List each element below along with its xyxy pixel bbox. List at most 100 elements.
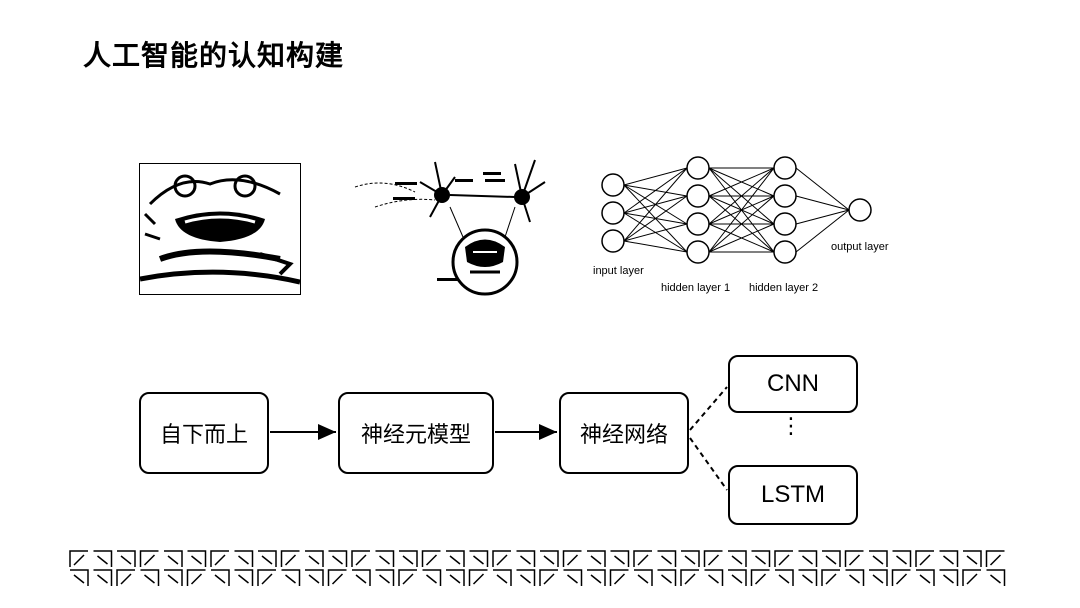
pattern-tile: [703, 550, 723, 567]
pattern-tile: [891, 569, 911, 586]
pattern-tile: [139, 550, 159, 567]
pattern-tile: [844, 550, 864, 567]
pattern-tile: [962, 569, 981, 586]
pattern-tile: [587, 569, 606, 586]
flow-branch-lstm: LSTM: [728, 465, 858, 525]
pattern-tile: [257, 569, 276, 586]
pattern-tile: [822, 550, 841, 567]
neural-network-diagram: input layer hidden layer 1 hidden layer …: [585, 150, 905, 300]
pattern-tile: [117, 550, 136, 567]
input-node-0: [601, 173, 625, 197]
pattern-tile: [939, 569, 959, 586]
connection-hidden1-2-to-hidden2-0: [708, 167, 775, 225]
pattern-tile: [280, 550, 300, 567]
dashed-link-cnn: [689, 386, 728, 431]
pattern-tile: [563, 569, 583, 586]
pattern-tile: [562, 550, 582, 567]
output-node-0: [848, 198, 872, 222]
pattern-tile: [657, 569, 677, 586]
pattern-tile: [680, 569, 699, 586]
input-layer-label: input layer: [593, 265, 644, 277]
pattern-tile: [258, 550, 277, 567]
connection-input-2-to-hidden1-2: [623, 223, 688, 242]
pattern-tile: [234, 550, 254, 567]
connection-hidden2-2-to-output-0: [795, 209, 850, 225]
pattern-tile: [211, 569, 230, 586]
page-title: 人工智能的认知构建: [83, 39, 345, 72]
ellipsis-vertical: ⋮: [780, 414, 802, 439]
flow-step-bottom-up: 自下而上: [139, 392, 269, 474]
neuron-diagram: [345, 152, 575, 302]
hidden1-node-0: [686, 156, 710, 180]
hidden-layer-1-label: hidden layer 1: [661, 282, 731, 294]
pattern-tile: [327, 569, 347, 586]
pattern-tile: [751, 550, 771, 567]
connection-input-2-to-hidden1-1: [623, 195, 688, 242]
pattern-tile: [186, 569, 206, 586]
pattern-tile: [916, 569, 935, 586]
pattern-tile: [798, 550, 818, 567]
pattern-tile: [399, 550, 418, 567]
connection-hidden1-3-to-hidden2-2: [708, 223, 775, 253]
connection-hidden1-1-to-hidden2-0: [708, 167, 775, 197]
pattern-tile: [915, 550, 934, 567]
pattern-tile: [516, 569, 536, 586]
hidden1-node-2: [686, 212, 710, 236]
pattern-tile: [70, 569, 89, 586]
hidden2-node-1: [773, 184, 797, 208]
pattern-tile: [93, 550, 113, 567]
pattern-tile: [539, 569, 558, 586]
pattern-tile: [328, 550, 348, 567]
pattern-tile: [69, 550, 88, 567]
pattern-tile: [657, 550, 677, 567]
pattern-tile: [892, 550, 912, 567]
pattern-tile: [609, 569, 629, 586]
pattern-tile: [821, 569, 840, 586]
pattern-tile: [774, 550, 793, 567]
pattern-tile: [516, 550, 536, 567]
decorative-border-pattern: [69, 550, 1006, 586]
hidden1-node-3: [686, 240, 710, 264]
pattern-tile: [963, 550, 982, 567]
pattern-tile: [234, 569, 254, 586]
connection-input-0-to-hidden1-0: [623, 167, 688, 186]
pattern-tile: [750, 569, 770, 586]
hidden2-node-3: [773, 240, 797, 264]
pattern-tile: [798, 569, 818, 586]
connection-hidden2-3-to-output-0: [795, 209, 850, 253]
pattern-tile: [187, 550, 207, 567]
pattern-tile: [93, 569, 113, 586]
pattern-tile: [493, 569, 512, 586]
pattern-tile: [469, 550, 489, 567]
connection-input-2-to-hidden1-0: [623, 167, 688, 242]
pattern-tile: [305, 569, 324, 586]
frog-image: [139, 163, 301, 295]
connection-hidden1-3-to-hidden2-1: [708, 195, 775, 253]
hidden2-node-2: [773, 212, 797, 236]
pattern-tile: [164, 550, 183, 567]
pattern-tile: [587, 550, 606, 567]
connection-input-2-to-hidden1-3: [623, 240, 688, 253]
pattern-tile: [845, 569, 865, 586]
flow-step-neural-network: 神经网络: [559, 392, 689, 474]
dashed-link-lstm: [689, 437, 728, 491]
pattern-tile: [728, 569, 747, 586]
pattern-tile: [446, 550, 465, 567]
connection-hidden1-3-to-hidden2-0: [708, 167, 775, 253]
input-node-2: [601, 229, 625, 253]
pattern-tile: [939, 550, 959, 567]
pattern-tile: [728, 550, 747, 567]
connection-input-1-to-hidden1-0: [623, 167, 688, 214]
pattern-tile: [164, 569, 183, 586]
pattern-tile: [281, 569, 301, 586]
flow-branch-cnn: CNN: [728, 355, 858, 413]
pattern-tile: [210, 550, 229, 567]
hidden1-node-1: [686, 184, 710, 208]
pattern-tile: [116, 569, 135, 586]
connection-hidden2-1-to-output-0: [795, 195, 850, 211]
pattern-tile: [610, 550, 630, 567]
pattern-tile: [869, 550, 888, 567]
pattern-tile: [985, 550, 1005, 567]
flow-step-neuron-model: 神经元模型: [338, 392, 494, 474]
pattern-tile: [305, 550, 324, 567]
